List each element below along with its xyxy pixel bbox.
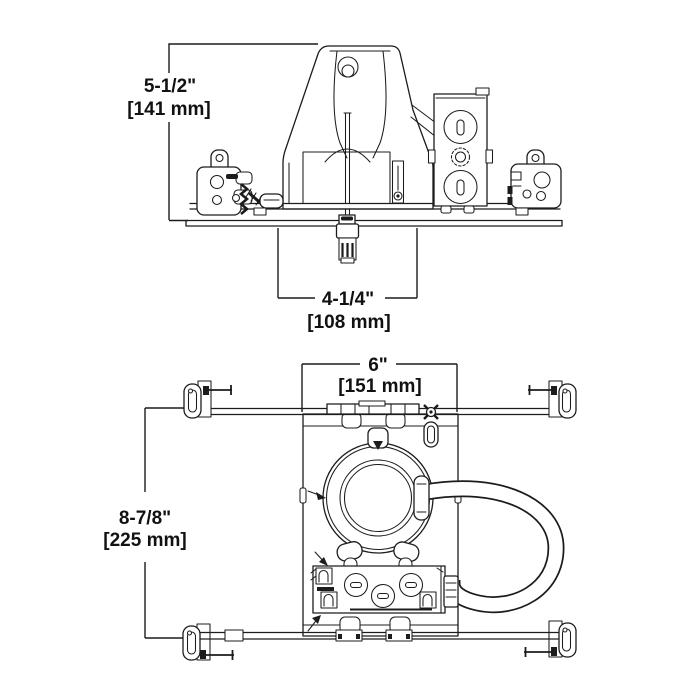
side-height-metric-label: [141 mm] (127, 99, 210, 120)
housing-can-outline (282, 45, 434, 210)
plan-width-metric-label: [151 mm] (338, 376, 421, 397)
pan-side-slot-left (299, 487, 307, 504)
nail-plate-bottom-left (182, 623, 234, 661)
slide-slot (391, 160, 405, 204)
top-hanger-bar (199, 400, 559, 448)
dimension-plan-height: 8-7/8" [225 mm] (103, 407, 197, 639)
inner-frame-box (288, 151, 391, 204)
side-height-imperial-label: 5-1/2" (144, 76, 196, 97)
side-width-metric-label: [108 mm] (307, 312, 390, 333)
keyhole-slot (423, 421, 439, 448)
bar-latch (259, 193, 284, 209)
spring-coil (238, 183, 250, 215)
box-clip-left (427, 149, 436, 164)
right-hanger-bracket (507, 149, 562, 216)
bottom-hanger-bar (199, 616, 559, 642)
dimension-side-width: 4-1/4" [108 mm] (277, 228, 418, 333)
conduit-fitting-box (443, 575, 459, 608)
nail-plate-top-right (528, 380, 577, 419)
plan-width-imperial-label: 6" (368, 355, 388, 376)
hanger-bar-side (189, 202, 561, 210)
butterfly-screw (423, 404, 439, 420)
junction-box-plan (307, 551, 446, 632)
side-width-imperial-label: 4-1/4" (322, 289, 374, 310)
plan-view: 6" [151 mm] 8-7/8" [225 mm] (103, 355, 577, 661)
socket-connector (335, 208, 360, 264)
adjustment-stem (343, 112, 352, 204)
flex-conduit (413, 475, 565, 614)
dimension-plan-width: 6" [151 mm] (301, 355, 458, 412)
conduit-fitting-can (413, 475, 430, 521)
junction-box-braces (410, 104, 437, 138)
side-elevation-view: 5-1/2" [141 mm] (127, 43, 563, 333)
nail-plate-top-left (183, 380, 232, 419)
dimension-side-height: 5-1/2" [141 mm] (127, 43, 318, 222)
junction-box-tab (475, 87, 490, 96)
center-knockout (450, 147, 471, 167)
can-aperture (307, 427, 434, 576)
frame-lip-side (185, 219, 563, 227)
plan-height-imperial-label: 8-7/8" (119, 508, 171, 529)
mounting-nail (202, 650, 234, 660)
junction-box-side (427, 87, 494, 214)
box-clip-right (485, 149, 494, 164)
left-hanger-bracket (196, 149, 284, 216)
plan-height-metric-label: [225 mm] (103, 530, 186, 551)
mounting-nail (524, 647, 556, 657)
